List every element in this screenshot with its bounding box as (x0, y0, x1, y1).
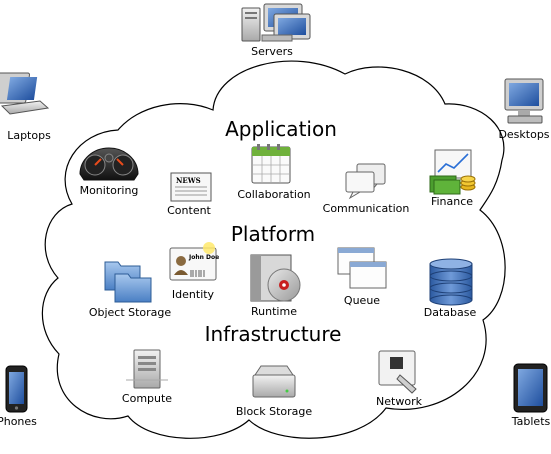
label-object-storage: Object Storage (88, 306, 172, 319)
label-laptops: Laptops (7, 129, 51, 142)
badge-name-text: John Doe (188, 254, 219, 261)
folders-icon (104, 261, 152, 303)
label-servers: Servers (251, 45, 293, 58)
software-box-icon (250, 254, 301, 302)
label-queue: Queue (343, 294, 381, 307)
desktop-icon (504, 78, 544, 124)
section-title-platform: Platform (230, 222, 316, 246)
phone-icon (5, 365, 28, 413)
hard-drive-icon (252, 365, 296, 398)
calendar-icon (251, 144, 291, 184)
tablet-icon (513, 363, 548, 413)
label-finance: Finance (430, 195, 474, 208)
label-identity: Identity (171, 288, 215, 301)
label-monitoring: Monitoring (79, 184, 139, 197)
label-runtime: Runtime (251, 305, 297, 318)
monitoring-gauge-icon (79, 147, 139, 181)
compute-tower-icon (126, 349, 168, 389)
laptop-icon (0, 72, 50, 115)
speech-bubbles-icon (345, 163, 386, 200)
queue-windows-icon (337, 247, 387, 289)
section-title-application: Application (225, 117, 337, 141)
label-block-storage: Block Storage (235, 405, 313, 418)
finance-chart-money-icon (429, 149, 476, 195)
label-phones: Phones (0, 415, 37, 428)
section-title-infrastructure: Infrastructure (204, 322, 342, 346)
network-jack-icon (378, 350, 417, 394)
id-badge-icon: John Doe (169, 242, 219, 281)
label-communication: Communication (322, 202, 410, 215)
label-database: Database (423, 306, 477, 319)
label-network: Network (376, 395, 422, 408)
label-content: Content (167, 204, 211, 217)
newspaper-icon: NEWS (170, 172, 212, 202)
database-icon (429, 258, 473, 306)
label-compute: Compute (121, 392, 173, 405)
label-tablets: Tablets (511, 415, 551, 428)
cloud-outline (41, 60, 506, 439)
label-collaboration: Collaboration (237, 188, 311, 201)
label-desktops: Desktops (498, 128, 550, 141)
newspaper-headline: NEWS (176, 176, 201, 185)
servers-icon (241, 3, 311, 42)
